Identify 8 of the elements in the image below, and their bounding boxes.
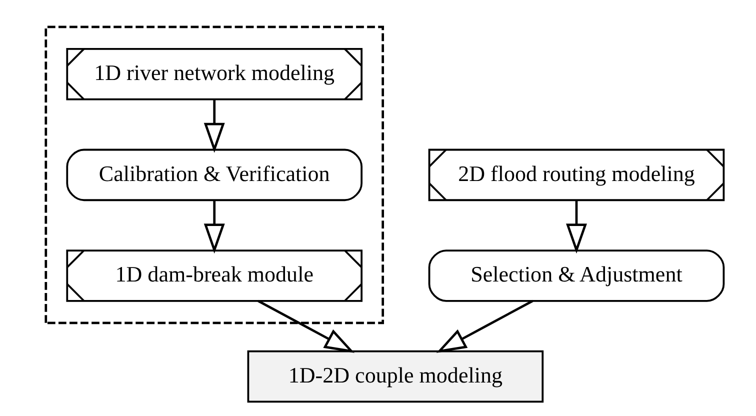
arrow [566,200,586,254]
arrow [203,200,224,254]
node-box: 1D-2D couple modeling [246,350,544,403]
node-box: Calibration & Verification [66,148,362,202]
cluster [44,26,384,324]
node-box: Selection & Adjustment [428,250,724,302]
arrow [436,300,533,353]
arrow [203,99,224,153]
